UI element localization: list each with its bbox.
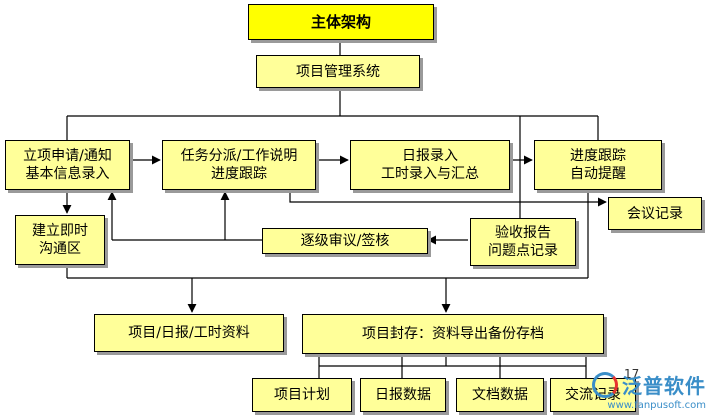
brand-logo-icon	[592, 371, 618, 398]
node-im-line-2: 沟通区	[39, 241, 81, 257]
node-acceptance: 验收报告 问题点记录	[470, 218, 576, 266]
node-doc-data: 文档数据	[456, 378, 544, 412]
node-daily: 日报录入 工时录入与汇总	[350, 140, 510, 190]
node-initiation: 立项申请/通知 基本信息录入	[5, 140, 130, 190]
page-number: 17	[624, 367, 640, 381]
node-tracking-line-2: 自动提醒	[570, 166, 626, 182]
node-archive: 项目封存：资料导出备份存档	[302, 314, 604, 354]
node-daily-line-1: 日报录入	[402, 148, 458, 164]
node-daily-data-text: 日报数据	[375, 387, 431, 403]
node-tracking-line-1: 进度跟踪	[570, 148, 626, 164]
node-archive-text: 项目封存：资料导出备份存档	[362, 326, 544, 342]
node-im: 建立即时 沟通区	[15, 215, 105, 265]
node-system: 项目管理系统	[256, 55, 420, 88]
brand-logo-name: 泛普软件	[622, 374, 706, 398]
node-dispatch-line-2: 进度跟踪	[211, 166, 267, 182]
node-review-text: 逐级审议/签核	[300, 233, 390, 249]
node-im-line-1: 建立即时	[32, 223, 88, 239]
node-acceptance-line-1: 验收报告	[495, 225, 551, 241]
node-dispatch: 任务分派/工作说明 进度跟踪	[162, 140, 316, 190]
brand-logo-url: www.fanpusoft.com	[607, 400, 706, 411]
node-review: 逐级审议/签核	[262, 228, 428, 254]
brand-logo: 泛普软件 www.fanpusoft.com	[588, 370, 706, 416]
node-doc-data-text: 文档数据	[472, 387, 528, 403]
node-acceptance-line-2: 问题点记录	[488, 243, 558, 259]
node-records-text: 项目/日报/工时资料	[128, 325, 250, 341]
node-plan-text: 项目计划	[274, 387, 330, 403]
node-system-text: 项目管理系统	[296, 63, 380, 80]
node-records: 项目/日报/工时资料	[94, 314, 284, 352]
node-tracking: 进度跟踪 自动提醒	[534, 140, 662, 190]
node-dispatch-line-1: 任务分派/工作说明	[180, 148, 298, 164]
node-initiation-line-1: 立项申请/通知	[23, 148, 112, 164]
node-meeting-text: 会议记录	[627, 205, 683, 222]
node-daily-line-2: 工时录入与汇总	[381, 166, 479, 182]
node-meeting: 会议记录	[608, 197, 702, 230]
arrow-dispatch-meeting	[289, 190, 607, 207]
diagram-title: 主体架构	[248, 4, 434, 40]
node-daily-data: 日报数据	[360, 378, 446, 412]
diagram-title-text: 主体架构	[310, 13, 371, 31]
node-initiation-line-2: 基本信息录入	[25, 166, 110, 182]
brand-logo-row: 泛普软件	[592, 370, 706, 399]
node-plan: 项目计划	[252, 378, 352, 412]
